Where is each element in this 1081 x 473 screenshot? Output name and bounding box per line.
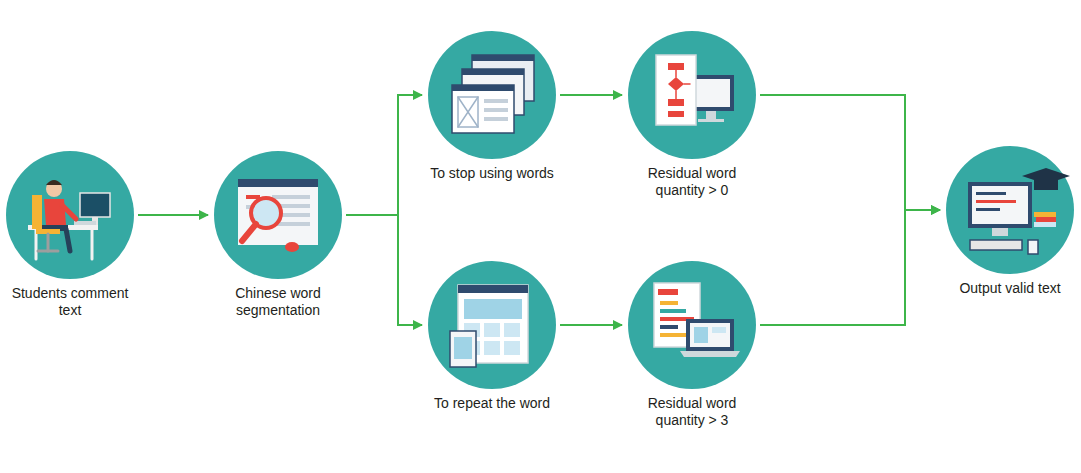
flow-arrow — [560, 324, 622, 326]
flow-arrow — [560, 94, 622, 96]
process-circle: Residual word quantity > 0 — [628, 31, 756, 199]
process-circle: Chinese word segmentation — [214, 151, 342, 319]
node-label: To stop using words — [430, 165, 554, 182]
process-circle: To repeat the word — [428, 261, 556, 412]
process-circle: Students comment text — [6, 151, 134, 319]
node-label: Output valid text — [948, 280, 1072, 297]
flow-arrow — [346, 215, 422, 325]
icon-disc — [946, 146, 1074, 274]
node-label: To repeat the word — [430, 395, 554, 412]
flow-arrow — [138, 214, 208, 216]
flow-arrow — [760, 210, 940, 325]
icon-disc — [428, 261, 556, 389]
node-label: Residual word quantity > 3 — [630, 395, 754, 429]
node-label: Residual word quantity > 0 — [630, 165, 754, 199]
flow-arrow — [346, 95, 422, 215]
flow-arrow — [760, 95, 940, 210]
process-circle: Residual word quantity > 3 — [628, 261, 756, 429]
process-circle: To stop using words — [428, 31, 556, 182]
icon-disc — [428, 31, 556, 159]
icon-disc — [6, 151, 134, 279]
icon-disc — [214, 151, 342, 279]
icon-disc — [628, 31, 756, 159]
icon-disc — [628, 261, 756, 389]
node-label: Students comment text — [8, 285, 132, 319]
process-circle: Output valid text — [946, 146, 1074, 297]
node-label: Chinese word segmentation — [216, 285, 340, 319]
